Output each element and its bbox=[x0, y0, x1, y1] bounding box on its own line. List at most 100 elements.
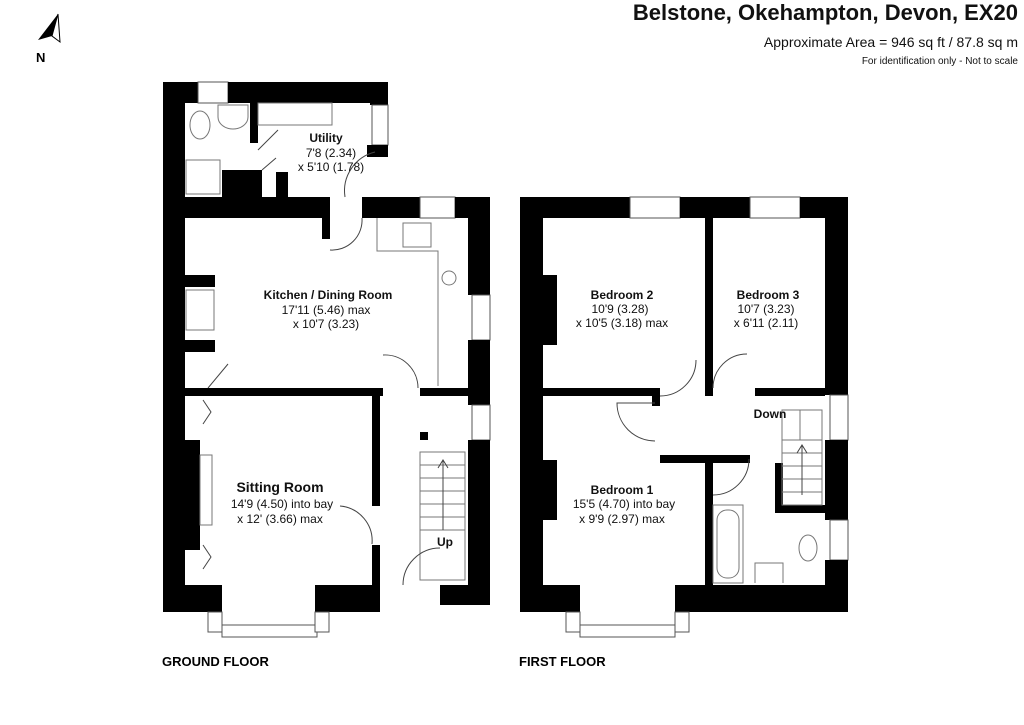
wall bbox=[362, 197, 420, 218]
room-label-text: x 6'11 (2.11) bbox=[734, 316, 799, 330]
stairs-down-label: Down bbox=[754, 407, 787, 421]
room-label-text: Bedroom 3 bbox=[737, 288, 800, 302]
room-bedroom-2: Bedroom 2 10'9 (3.28) x 10'5 (3.18) max bbox=[576, 288, 668, 330]
utility-sink bbox=[217, 104, 249, 130]
ground-floor-label: GROUND FLOOR bbox=[162, 654, 269, 669]
wall bbox=[800, 197, 848, 218]
door-swing bbox=[382, 354, 419, 389]
window bbox=[749, 196, 801, 219]
wall bbox=[370, 82, 388, 105]
door-swing bbox=[202, 399, 212, 570]
room-label-text: 14'9 (4.50) into bay bbox=[231, 497, 333, 511]
door-swing bbox=[437, 459, 449, 530]
window bbox=[471, 294, 491, 341]
approximate-area: Approximate Area = 946 sq ft / 87.8 sq m bbox=[763, 34, 1018, 50]
first-staircase bbox=[781, 409, 823, 506]
ground-floor-plan bbox=[163, 81, 491, 638]
toilet bbox=[189, 110, 211, 140]
room-label-text: x 5'10 (1.78) bbox=[298, 160, 364, 174]
room-label-text: 7'8 (2.34) bbox=[306, 146, 356, 160]
door-swing bbox=[796, 444, 808, 495]
wall bbox=[250, 103, 258, 143]
fixture-outline bbox=[781, 409, 823, 506]
wall bbox=[660, 455, 750, 463]
wall bbox=[420, 432, 428, 440]
window bbox=[674, 611, 690, 633]
bay-window bbox=[221, 624, 318, 638]
door-swing bbox=[616, 353, 748, 442]
window bbox=[565, 611, 581, 633]
wall bbox=[520, 585, 580, 612]
wall bbox=[652, 388, 660, 406]
door-swing bbox=[402, 547, 441, 586]
first-floor-label: FIRST FLOOR bbox=[519, 654, 606, 669]
wall bbox=[185, 388, 383, 396]
door-swing bbox=[207, 363, 229, 389]
room-label-text: Bedroom 1 bbox=[591, 483, 654, 497]
fixture-outline bbox=[51, 13, 61, 44]
wall bbox=[276, 172, 288, 197]
room-label-text: 17'11 (5.46) max bbox=[282, 303, 371, 317]
kitchen-sink bbox=[441, 270, 457, 286]
window bbox=[197, 81, 229, 104]
wall bbox=[468, 340, 490, 405]
wall bbox=[315, 585, 380, 612]
wall bbox=[755, 388, 825, 396]
compass-north-label: N bbox=[36, 50, 45, 65]
property-title: Belstone, Okehampton, Devon, EX20 bbox=[632, 0, 1018, 25]
window bbox=[471, 404, 491, 441]
room-label-text: Utility bbox=[309, 131, 343, 145]
bathroom-sink bbox=[754, 562, 784, 583]
hob bbox=[402, 222, 432, 248]
room-label-text: 10'7 (3.23) bbox=[738, 302, 795, 316]
fireplace bbox=[185, 289, 215, 331]
wall bbox=[680, 197, 750, 218]
wall bbox=[825, 218, 848, 395]
window bbox=[629, 196, 681, 219]
wall bbox=[675, 585, 848, 612]
door-swing bbox=[329, 217, 363, 251]
window bbox=[419, 196, 456, 219]
wall bbox=[520, 197, 543, 612]
window bbox=[314, 611, 330, 633]
wall bbox=[468, 218, 490, 295]
fixture-outline bbox=[716, 509, 740, 579]
fixture-outline bbox=[376, 218, 439, 386]
room-label-text: 10'9 (3.28) bbox=[592, 302, 649, 316]
wall bbox=[322, 197, 330, 239]
window bbox=[371, 104, 389, 146]
disclaimer-note: For identification only - Not to scale bbox=[861, 56, 1018, 67]
wall bbox=[163, 82, 198, 103]
fixture-outline bbox=[199, 454, 213, 526]
door-swing bbox=[257, 129, 376, 198]
wall bbox=[455, 197, 490, 218]
wall bbox=[543, 388, 660, 396]
wall bbox=[367, 145, 388, 157]
window bbox=[207, 611, 223, 633]
room-label-text: x 9'9 (2.97) max bbox=[579, 512, 665, 526]
stairs-up-label: Up bbox=[437, 535, 453, 549]
room-kitchen-dining: Kitchen / Dining Room 17'11 (5.46) max x… bbox=[264, 288, 393, 331]
wall bbox=[705, 463, 713, 612]
room-label-text: 15'5 (4.70) into bay bbox=[573, 497, 675, 511]
ground-staircase bbox=[419, 451, 466, 581]
wall bbox=[185, 440, 200, 550]
wall bbox=[185, 340, 215, 352]
room-label-text: x 12' (3.66) max bbox=[237, 512, 323, 526]
wall bbox=[372, 545, 380, 585]
wall bbox=[543, 460, 557, 520]
window bbox=[829, 394, 849, 441]
room-utility: Utility 7'8 (2.34) x 5'10 (1.78) bbox=[298, 131, 364, 174]
wall bbox=[825, 440, 848, 520]
wall bbox=[163, 197, 330, 218]
bathroom-toilet bbox=[798, 534, 818, 562]
room-label-text: Kitchen / Dining Room bbox=[264, 288, 393, 302]
wall bbox=[420, 388, 468, 396]
wall bbox=[543, 275, 557, 345]
wall bbox=[228, 82, 388, 103]
wall bbox=[468, 440, 490, 605]
wall bbox=[440, 585, 490, 605]
first-floor-plan bbox=[520, 196, 849, 638]
room-label-text: Sitting Room bbox=[236, 479, 323, 495]
